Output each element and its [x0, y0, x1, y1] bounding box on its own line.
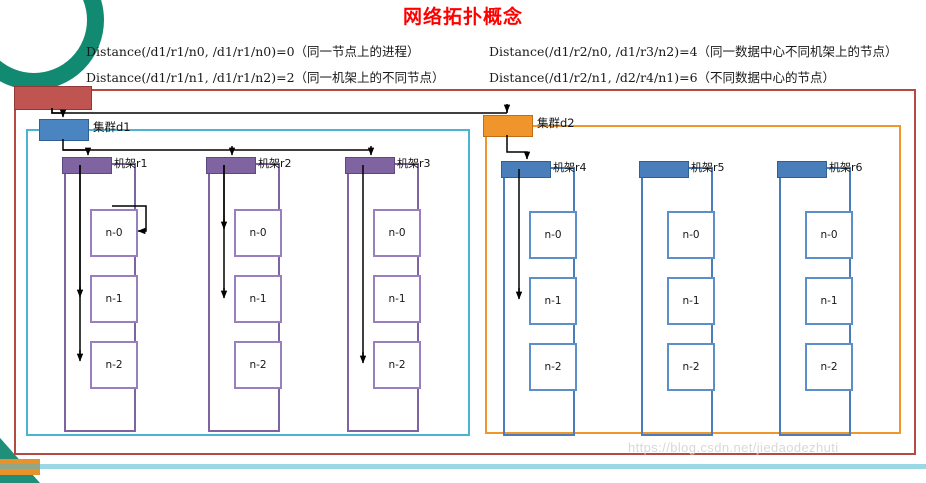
edge-d2-to-r4 — [506, 135, 531, 160]
node-d1-r2-n0: n-0 — [234, 209, 282, 257]
node-d1-r2-n2: n-2 — [234, 341, 282, 389]
node-d2-r4-n0: n-0 — [529, 211, 577, 259]
node-d1-r1-n0: n-0 — [90, 209, 138, 257]
node-d2-r6-n2: n-2 — [805, 343, 853, 391]
node-d1-r2-n1: n-1 — [234, 275, 282, 323]
slide-title: 网络拓扑概念 — [402, 6, 523, 28]
distance-formula-3: Distance(/d1/r2/n0, /d1/r3/n2)=4（同一数据中心不… — [489, 44, 898, 59]
rack-r4-header — [501, 161, 551, 178]
node-d1-r3-n1: n-1 — [373, 275, 421, 323]
node-d2-r5-n2: n-2 — [667, 343, 715, 391]
rack-r3-label: 机架r3 — [397, 157, 431, 170]
node-d1-r1-n2: n-2 — [90, 341, 138, 389]
node-d1-r3-n0: n-0 — [373, 209, 421, 257]
rack-r1-header — [62, 157, 112, 174]
cluster-d2-box — [485, 125, 901, 434]
node-d2-r5-n0: n-0 — [667, 211, 715, 259]
node-d2-r6-n0: n-0 — [805, 211, 853, 259]
edge-r1-n0-selfloop — [112, 205, 147, 235]
distance-formula-2: Distance(/d1/r1/n1, /d1/r1/n2)=2（同一机架上的不… — [86, 70, 445, 85]
topology-connectors — [51, 104, 531, 364]
edge-root-to-d2-trunk — [51, 108, 507, 114]
cluster-d2-label: 集群d2 — [537, 116, 575, 130]
rack-r2-header — [206, 157, 256, 174]
edge-d1-to-r1 — [62, 139, 92, 156]
node-d1-r3-n2: n-2 — [373, 341, 421, 389]
watermark-url: https://blog.csdn.net/jiedaodezhuti — [628, 440, 839, 455]
rack-r2-label: 机架r2 — [258, 157, 292, 170]
rack-r3-header — [345, 157, 395, 174]
distance-formula-4: Distance(/d1/r2/n1, /d2/r4/n1)=6（不同数据中心的… — [489, 70, 836, 85]
rack-r6-label: 机架r6 — [829, 161, 863, 174]
node-d2-r5-n1: n-1 — [667, 277, 715, 325]
rack-r1-label: 机架r1 — [114, 157, 148, 170]
rack-r4-label: 机架r4 — [553, 161, 587, 174]
cluster-d1-box — [26, 129, 470, 436]
node-d2-r6-n1: n-1 — [805, 277, 853, 325]
topology-root-header — [14, 86, 92, 110]
node-d2-r4-n2: n-2 — [529, 343, 577, 391]
topology-root-frame — [14, 89, 916, 455]
rack-r6-header — [777, 161, 827, 178]
node-d1-r1-n1: n-1 — [90, 275, 138, 323]
rack-r5-header — [639, 161, 689, 178]
cluster-d1-label: 集群d1 — [93, 120, 131, 134]
node-d2-r4-n1: n-1 — [529, 277, 577, 325]
cluster-d2-header — [483, 115, 533, 137]
distance-formula-1: Distance(/d1/r1/n0, /d1/r1/n0)=0（同一节点上的进… — [86, 44, 420, 59]
rack-r5-label: 机架r5 — [691, 161, 725, 174]
cluster-d1-header — [39, 119, 89, 141]
